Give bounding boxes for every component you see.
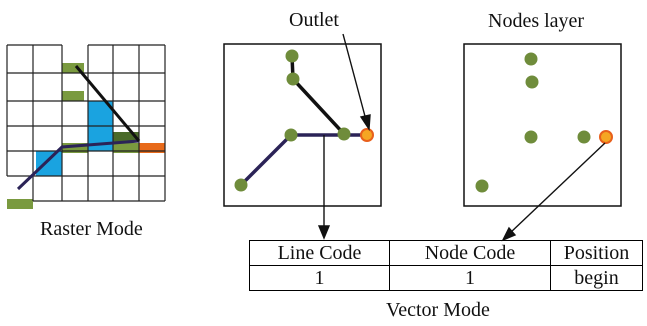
layer-node xyxy=(525,75,539,89)
vector-node xyxy=(285,49,299,63)
layer-node xyxy=(475,179,489,193)
raster-cell-green xyxy=(62,143,88,153)
vector-mode-label: Vector Mode xyxy=(386,299,490,321)
layer-node xyxy=(577,130,591,144)
raster-cell-green xyxy=(7,199,33,209)
arrowhead xyxy=(501,226,517,242)
layer-outlet-node xyxy=(599,130,613,144)
outlet-node xyxy=(360,128,374,142)
position-arrow xyxy=(509,142,606,234)
outlet-pointer-arrow xyxy=(342,33,367,121)
vector-node xyxy=(286,72,300,86)
raster-cells xyxy=(7,63,165,209)
raster-grid xyxy=(6,44,166,202)
arrowhead xyxy=(359,114,371,132)
arrowhead xyxy=(317,225,331,240)
cell-position: begin xyxy=(550,265,643,291)
vector-box xyxy=(223,43,382,207)
nodes-layer-box xyxy=(463,43,622,207)
header-line-code: Line Code xyxy=(249,240,390,266)
raster-cell-darkgreen xyxy=(113,132,139,142)
nodes-layer-label: Nodes layer xyxy=(488,10,585,32)
table-header-row: Line Code Node Code Position xyxy=(249,240,643,266)
vector-node xyxy=(284,128,298,142)
layer-node xyxy=(524,130,538,144)
layer-node xyxy=(524,52,538,66)
outlet-label: Outlet xyxy=(289,9,339,31)
header-position: Position xyxy=(550,240,643,266)
attribute-table: Line Code Node Code Position 1 1 begin xyxy=(249,240,643,291)
raster-mode-label: Raster Mode xyxy=(40,218,143,240)
raster-cell-green xyxy=(62,91,84,101)
raster-cell-green xyxy=(62,63,84,73)
vector-node xyxy=(234,178,248,192)
cell-node-code: 1 xyxy=(389,265,551,291)
raster-tributary-line xyxy=(74,65,141,142)
cell-line-code: 1 xyxy=(249,265,390,291)
raster-cell-green xyxy=(113,143,139,153)
raster-stream-line xyxy=(16,139,140,191)
table-row: 1 1 begin xyxy=(249,265,643,291)
vector-node xyxy=(337,127,351,141)
header-node-code: Node Code xyxy=(389,240,551,266)
raster-cell-blue xyxy=(36,151,62,176)
raster-cell-orange xyxy=(139,143,165,153)
